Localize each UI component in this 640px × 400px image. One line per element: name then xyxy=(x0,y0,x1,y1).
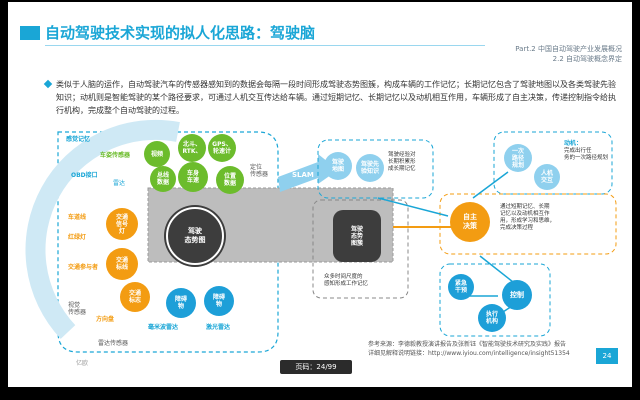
pager-indicator: 页码：24/99 xyxy=(280,360,352,374)
traffic-sign-node: 交通 标志 xyxy=(120,282,150,312)
section-label: Part.2 中国自动驾驶产业发展概况 xyxy=(515,45,622,53)
route-plan-node: 一次 路径 规划 xyxy=(504,144,532,172)
bus-data-node: 总线 数据 xyxy=(150,166,176,192)
title-underline xyxy=(45,45,485,46)
sensory-memory-label: 感觉记忆 xyxy=(66,136,91,143)
vehicle-speed-node: 车身 车速 xyxy=(178,162,208,192)
radar-sensor-label: 雷达传感器 xyxy=(98,340,129,347)
signal-label: 红绿灯 xyxy=(68,234,87,241)
lane-label: 车道线 xyxy=(68,214,87,221)
motivation-label: 动机： xyxy=(564,140,583,147)
car-sensor-label: 车姿传感器 xyxy=(100,152,131,159)
mmw-radar-label: 毫米波雷达 xyxy=(148,324,179,331)
traffic-light-node: 交通 信号 灯 xyxy=(106,208,138,240)
traffic-participants-label: 交通参与者 xyxy=(68,264,99,271)
vision-sensor-label: 视觉 传感器 xyxy=(68,302,87,316)
long-memory-note: 驾驶经验对 长期积累形 成长期记忆 xyxy=(388,152,416,172)
driving-map-node: 驾驶 地图 xyxy=(324,152,352,180)
slide: 自动驾驶技术实现的拟人化思路：驾驶脑 Part.2 中国自动驾驶产业发展概况 2… xyxy=(8,2,632,387)
situation-cluster-node: 驾驶 态势 图簇 xyxy=(333,210,381,262)
motivation-note: 完成出行任 务的一次路径规划 xyxy=(564,148,609,161)
video-node: 视频 xyxy=(144,141,170,167)
reference-text: 参考来源：李德毅教授演讲报告及张新钰《智能驾驶技术研究及实践》报告 详细见解释说… xyxy=(368,340,570,358)
obd-label: OBD接口 xyxy=(71,172,98,179)
autonomous-decision-node: 自主 决策 xyxy=(450,202,490,242)
page-number-badge: 24 xyxy=(596,348,618,364)
decision-note: 通过短期记忆、长期 记忆以及动机相互作 用，形成学习和思维， 完成决策过程 xyxy=(500,204,556,231)
steering-label: 方向盘 xyxy=(96,316,115,323)
section-header: Part.2 中国自动驾驶产业发展概况 2.2 自动驾驶概念界定 xyxy=(515,44,622,64)
traffic-line-node: 交通 标线 xyxy=(106,248,138,280)
radar-label: 雷达 xyxy=(113,180,126,187)
positioning-sensor-label: 定位 传感器 xyxy=(250,164,269,178)
obstacle-node-1: 障碍 物 xyxy=(166,288,196,318)
gps-node: GPS、 轮速计 xyxy=(208,134,236,162)
working-memory-note: 众多时间尺度的 感知形成工作记忆 xyxy=(324,274,369,287)
beidou-node: 北斗、 RTK、 xyxy=(178,134,206,162)
subsection-label: 2.2 自动驾驶概念界定 xyxy=(552,55,622,63)
obstacle-node-2: 障碍 物 xyxy=(204,286,234,316)
intro-paragraph: 类似于人脑的运作，自动驾驶汽车的传感器感知到的数据会每隔一段时间形成驾驶态势图簇… xyxy=(56,80,616,115)
page-title: 自动驾驶技术实现的拟人化思路：驾驶脑 xyxy=(45,24,316,42)
lidar-label: 激光雷达 xyxy=(206,324,231,331)
reference-line-2[interactable]: 详细见解释说明链接：http://www.iyiou.com/intellige… xyxy=(368,350,570,357)
watermark: 亿欧 xyxy=(76,360,89,367)
driving-situation-node: 驾驶 态势图 xyxy=(166,207,224,265)
actuator-node: 执行 机构 xyxy=(478,304,506,332)
hmi-node: 人机 交互 xyxy=(534,164,560,190)
slam-label: SLAM xyxy=(292,171,314,179)
diagram-connectors xyxy=(25,119,617,353)
prior-knowledge-node: 驾驶先 验知识 xyxy=(356,154,384,182)
reference-line-1: 参考来源：李德毅教授演讲报告及张新钰《智能驾驶技术研究及实践》报告 xyxy=(368,341,567,348)
control-node: 控制 xyxy=(502,280,532,310)
emergency-node: 紧急 干预 xyxy=(448,274,474,300)
title-accent-bar xyxy=(20,26,40,40)
location-data-node: 位置 数据 xyxy=(216,166,244,194)
